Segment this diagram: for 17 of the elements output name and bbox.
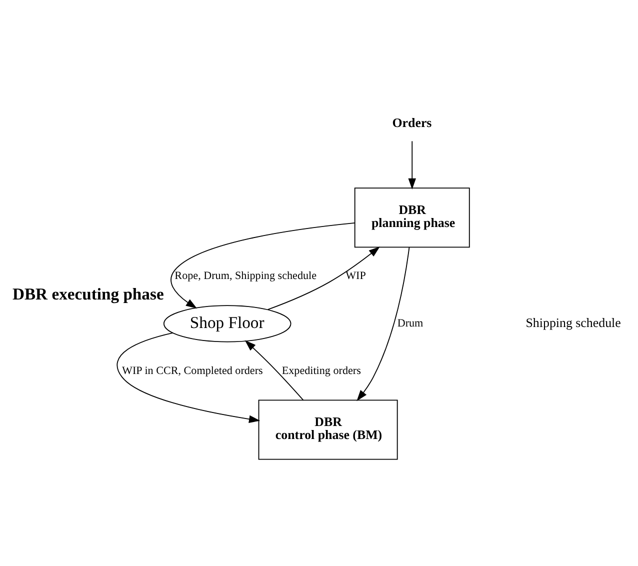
arrow (244, 340, 304, 400)
edge-label: WIP (346, 270, 366, 282)
edge-label: Drum (397, 317, 424, 330)
node-label: DBR executing phase (12, 284, 164, 303)
node-text: Orders (392, 114, 432, 130)
edge-label: WIP in CCR, Completed orders (122, 364, 263, 376)
edge-label: Expediting orders (282, 364, 361, 376)
node-box: DBR control phase (BM) (258, 399, 398, 460)
arrow (267, 246, 380, 310)
arrow (356, 246, 410, 401)
arrow (116, 332, 260, 422)
label: Shipping schedule (526, 314, 621, 330)
edge-label: Rope, Drum, Shipping schedule (174, 270, 317, 282)
arrow (408, 140, 416, 189)
arrow (170, 222, 356, 308)
node-box: DBR planning phase (354, 187, 470, 248)
node-ellipse: Shop Floor (163, 304, 292, 342)
